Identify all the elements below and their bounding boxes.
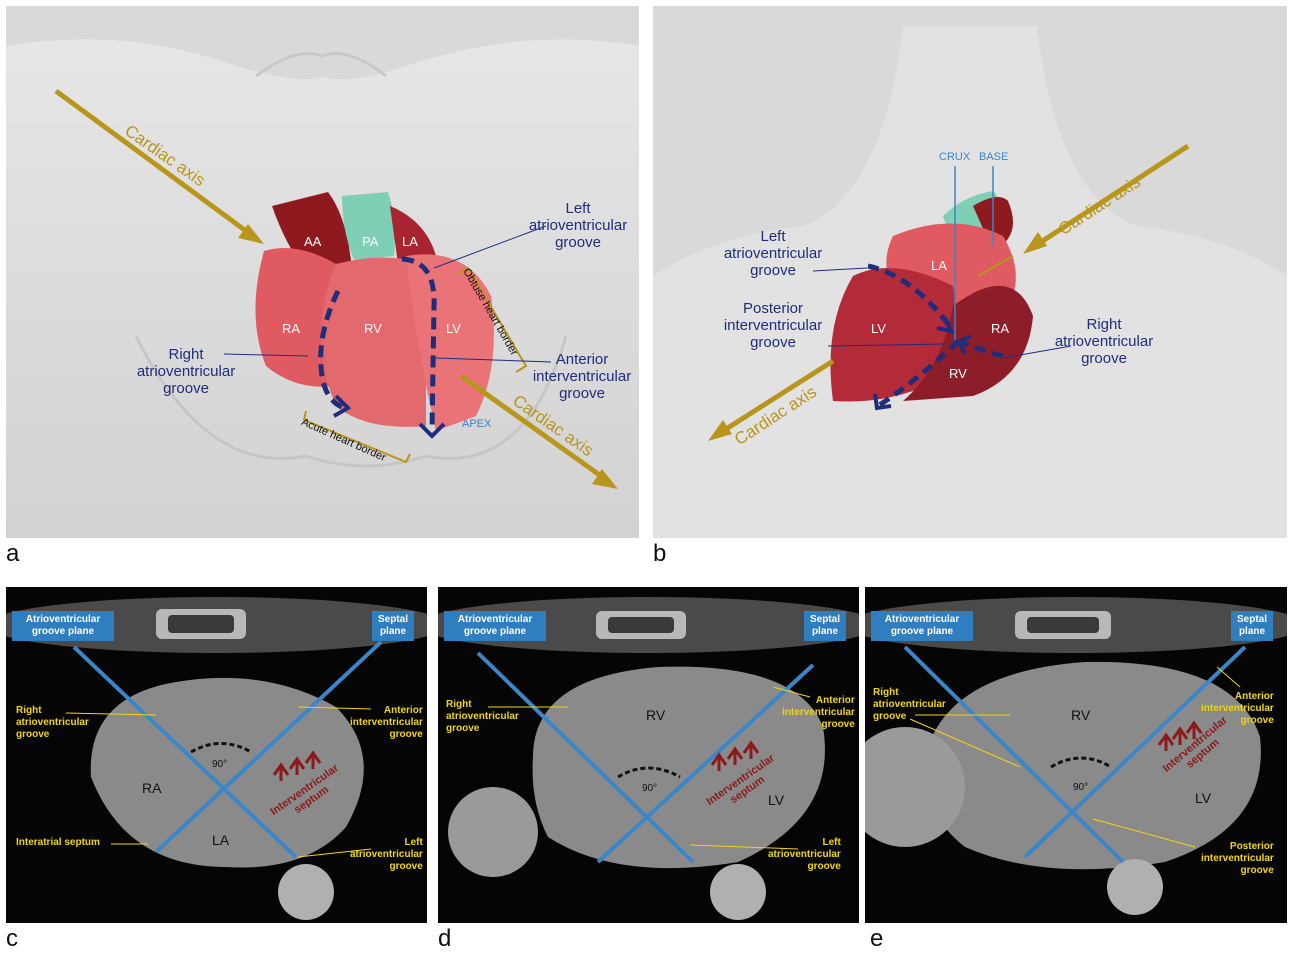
panel-e-ct: Atrioventricular groove plane Septal pla…: [865, 587, 1287, 923]
panel-letter-e: e: [870, 925, 883, 953]
chamber-aa: AA: [304, 234, 321, 249]
angle-label-d: 90°: [642, 783, 657, 794]
crux-label: CRUX: [939, 151, 970, 163]
chamber-lv: LV: [446, 321, 461, 336]
av-plane-box-c: Atrioventricular groove plane: [12, 611, 114, 641]
posterior-iv-groove-label-b: Posterior interventricular groove: [713, 300, 833, 351]
base-label: BASE: [979, 151, 1008, 163]
anterior-iv-groove-label: Anterior interventricular groove: [526, 351, 638, 402]
chamber-ra: RA: [282, 321, 300, 336]
panel-letter-a: a: [6, 540, 19, 568]
left-av-groove-label: Left atrioventricular groove: [516, 200, 639, 251]
av-plane-box-d: Atrioventricular groove plane: [444, 611, 546, 641]
angle-label-c: 90°: [212, 759, 227, 770]
right-av-groove-label-c: Right atrioventricular groove: [16, 705, 89, 741]
chamber-ra-b: RA: [991, 321, 1009, 336]
panel-letter-b: b: [653, 540, 666, 568]
anterior-iv-groove-label-c: Anterior interventricular groove: [350, 705, 423, 741]
chamber-pa: PA: [362, 234, 378, 249]
apex-label: APEX: [462, 418, 491, 430]
left-av-groove-label-c: Left atrioventricular groove: [350, 837, 423, 873]
septal-plane-box-e: Septal plane: [1231, 611, 1273, 641]
panel-b-posterior-heart: CRUX BASE Cardiac axis Cardiac axis LA L…: [653, 6, 1287, 538]
right-av-groove-label-e: Right atrioventricular groove: [873, 687, 946, 723]
chamber-rv: RV: [364, 321, 382, 336]
angle-label-e: 90°: [1073, 782, 1088, 793]
interatrial-septum-label-c: Interatrial septum: [16, 837, 100, 849]
lv-label-e: LV: [1195, 790, 1211, 806]
av-plane-box-e: Atrioventricular groove plane: [871, 611, 973, 641]
lv-label-d: LV: [768, 792, 784, 808]
anterior-iv-groove-label-d: Anterior interventricular groove: [782, 695, 855, 731]
chamber-la-b: LA: [931, 258, 947, 273]
left-av-groove-label-d: Left atrioventricular groove: [768, 837, 841, 873]
posterior-iv-groove-label-e: Posterior interventricular groove: [1201, 841, 1274, 877]
septal-plane-box-c: Septal plane: [372, 611, 414, 641]
panel-letter-d: d: [438, 925, 451, 953]
la-label-c: LA: [212, 832, 229, 848]
right-av-groove-label: Right atrioventricular groove: [126, 346, 246, 397]
rv-label-d: RV: [646, 707, 665, 723]
rv-label-e: RV: [1071, 707, 1090, 723]
septal-plane-box-d: Septal plane: [804, 611, 846, 641]
panel-c-ct: Atrioventricular groove plane Septal pla…: [6, 587, 427, 923]
right-av-groove-label-b: Right atrioventricular groove: [1045, 316, 1163, 367]
panel-a-illustration: [6, 6, 639, 538]
right-av-groove-label-d: Right atrioventricular groove: [446, 699, 519, 735]
left-av-groove-label-b: Left atrioventricular groove: [713, 228, 833, 279]
panel-d-ct: Atrioventricular groove plane Septal pla…: [438, 587, 859, 923]
chamber-lv-b: LV: [871, 321, 886, 336]
panel-letter-c: c: [6, 925, 18, 953]
ra-label-c: RA: [142, 780, 161, 796]
chamber-rv-b: RV: [949, 366, 967, 381]
panel-a-anterior-heart: Cardiac axis Cardiac axis AA PA LA RA RV…: [6, 6, 639, 538]
chamber-la: LA: [402, 234, 418, 249]
